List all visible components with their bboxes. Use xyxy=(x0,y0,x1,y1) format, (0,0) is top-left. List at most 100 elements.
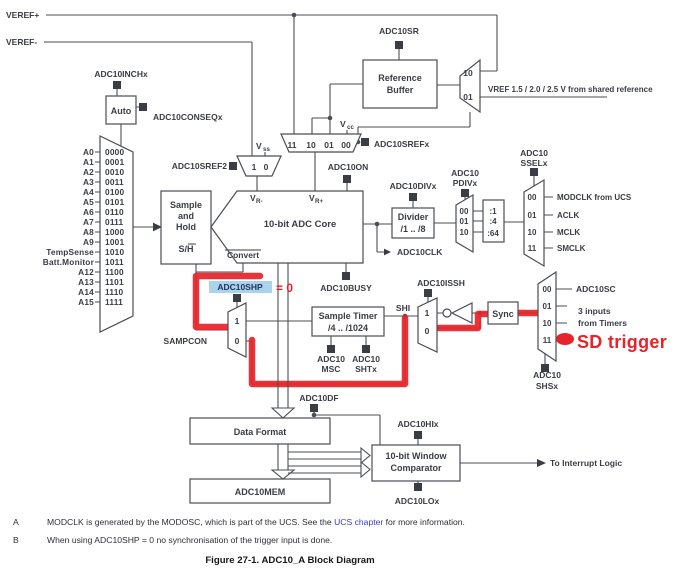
sample-hold-line2: and xyxy=(178,211,194,221)
channel-code-label: 0010 xyxy=(105,167,124,177)
divider-line2: /1 .. /8 xyxy=(400,224,425,234)
shsx-label-line1: ADC10 xyxy=(533,370,561,380)
channel-code-label: 1010 xyxy=(105,247,124,257)
convert-label: Convert xyxy=(227,250,259,260)
sample-hold-line1: Sample xyxy=(170,200,202,210)
note-a-text: MODCLK is generated by the MODOSC, which… xyxy=(47,517,465,527)
vref-mux-in11: 11 xyxy=(288,140,297,150)
channel-input-label: A8 xyxy=(83,227,94,237)
junction-dot xyxy=(311,412,317,418)
note-a-pre: MODCLK is generated by the MODOSC, which… xyxy=(47,517,334,527)
channel-input-label: A0 xyxy=(83,147,94,157)
channel-input-label: A2 xyxy=(83,167,94,177)
register-tap-divx xyxy=(409,193,417,201)
clock-source-modclk: MODCLK from UCS xyxy=(557,193,632,202)
sd-trigger-annotation: SD trigger xyxy=(577,332,667,352)
register-tap-srefx xyxy=(361,138,369,146)
sampcon-mux xyxy=(227,302,247,358)
channel-list: A0 0000 A1 0001 A2 0010 A3 0011 A4 0100 … xyxy=(43,147,124,307)
adc-core-box xyxy=(210,190,364,264)
adc10clk-label: ADC10CLK xyxy=(397,247,443,257)
junction-dot xyxy=(327,115,333,121)
comparator-line1: 10-bit Window xyxy=(386,451,448,461)
data-format-box xyxy=(189,417,331,445)
inverter-gate xyxy=(450,302,473,324)
register-tap-df xyxy=(310,404,318,412)
reference-buffer-line1: Reference xyxy=(378,73,422,83)
channel-input-label: Batt.Monitor xyxy=(43,257,95,267)
register-tap-shp xyxy=(233,294,241,302)
veref-minus-label: VEREF- xyxy=(6,37,37,47)
sampcon-mux-in1: 1 xyxy=(235,316,240,326)
sref2-in1-label: 1 xyxy=(252,162,257,172)
shared-reference-label: VREF 1.5 / 2.0 / 2.5 V from shared refer… xyxy=(488,85,653,94)
channel-code-label: 0100 xyxy=(105,187,124,197)
channel-input-label: A1 xyxy=(83,157,94,167)
sselx-label-line1: ADC10 xyxy=(520,148,548,158)
reference-buffer-box xyxy=(362,59,438,109)
vref-select-mux xyxy=(280,133,362,153)
vr-minus-label: V xyxy=(250,193,256,203)
sselx-mux xyxy=(523,178,545,268)
refmux-out10-label: 10 xyxy=(463,68,473,78)
register-tap-sselx xyxy=(530,168,538,176)
inverter-bubble xyxy=(442,308,452,318)
trigger-mux-in01: 01 xyxy=(543,302,552,311)
channel-code-label: 1100 xyxy=(105,267,124,277)
channel-input-label: A12 xyxy=(78,267,94,277)
issh-mux-in0: 0 xyxy=(425,326,430,336)
arrowhead-adc10clk xyxy=(384,248,391,256)
channel-input-label: A9 xyxy=(83,237,94,247)
data-bus-to-comparator-2 xyxy=(288,460,371,479)
channel-code-label: 1001 xyxy=(105,237,124,247)
sample-hold-line3: Hold xyxy=(176,222,196,232)
ucs-chapter-link[interactable]: UCS chapter xyxy=(334,517,383,527)
msc-label-line2: MSC xyxy=(322,364,341,374)
adc10hix-label: ADC10HIx xyxy=(397,419,438,429)
channel-input-label: TempSense xyxy=(46,247,94,257)
conseqx-label: ADC10CONSEQx xyxy=(153,112,223,122)
shp-highlight xyxy=(209,281,272,293)
channel-code-label: 0011 xyxy=(105,177,124,187)
shsx-label-line2: SHSx xyxy=(536,381,558,391)
data-bus-core-to-format xyxy=(270,263,296,419)
sref2-label: ADC10SREF2 xyxy=(172,161,228,171)
inchx-label: ADC10INCHx xyxy=(94,69,148,79)
register-tap-shsx xyxy=(541,364,549,372)
ssel-in-11: 11 xyxy=(528,244,537,253)
channel-input-label: A15 xyxy=(78,297,94,307)
sample-hold-sh-label: S/H xyxy=(178,244,193,254)
divider-line1: Divider xyxy=(398,212,429,222)
shp-value-annotation: = 0 xyxy=(276,281,293,295)
vr-plus-label: V xyxy=(309,193,315,203)
channel-code-label: 1000 xyxy=(105,227,124,237)
vref-mux-in00: 00 xyxy=(341,140,351,150)
register-tap-hix xyxy=(414,431,422,439)
channel-code-label: 1101 xyxy=(105,277,124,287)
adc10busy-label: ADC10BUSY xyxy=(320,283,372,293)
arrowhead-interrupt xyxy=(537,459,546,467)
vcc-sub-label: cc xyxy=(347,124,354,131)
sample-timer-line2: /4 .. /1024 xyxy=(328,323,368,333)
data-bus-to-comparator-1 xyxy=(288,446,371,465)
clock-source-smclk: SMCLK xyxy=(557,244,586,253)
divx-label: ADC10DIVx xyxy=(390,181,437,191)
channel-input-label: A13 xyxy=(78,277,94,287)
note-a-tag: A xyxy=(13,517,19,527)
vss-sub-label: ss xyxy=(263,146,270,153)
divider-box xyxy=(391,207,435,239)
sampcon-mux-in0: 0 xyxy=(235,336,240,346)
register-tap-conseqx xyxy=(139,103,147,111)
junction-dot xyxy=(374,221,380,227)
channel-input-label: A3 xyxy=(83,177,94,187)
channel-code-label: 1111 xyxy=(105,297,123,307)
msc-label-line1: ADC10 xyxy=(317,354,345,364)
data-format-label: Data Format xyxy=(234,427,287,437)
vref-mux-in10: 10 xyxy=(306,140,316,150)
register-tap-msc xyxy=(327,345,335,353)
adc10df-label: ADC10DF xyxy=(299,393,338,403)
sselx-label-line2: SSELx xyxy=(521,158,548,168)
issh-label: ADC10ISSH xyxy=(417,278,465,288)
clock-source-aclk: ACLK xyxy=(557,211,579,220)
